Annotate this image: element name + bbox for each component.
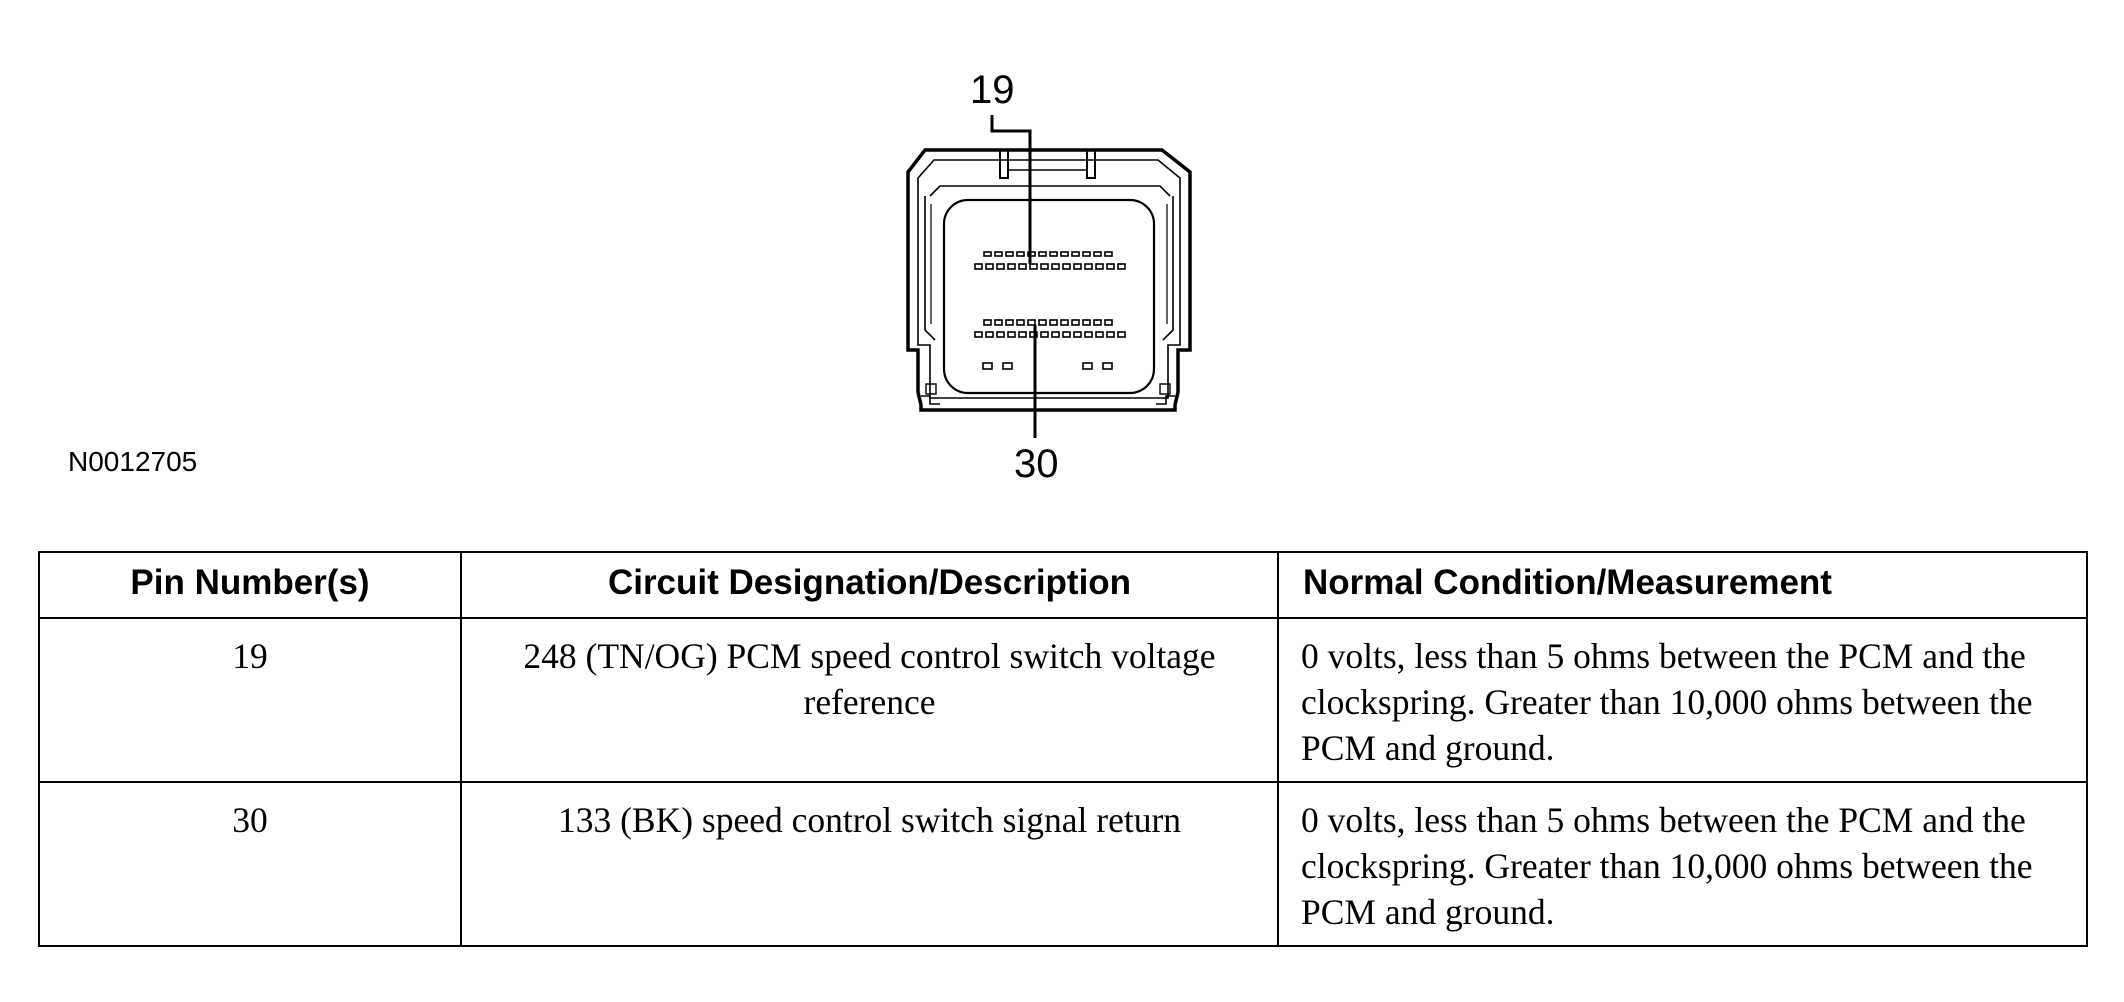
table-row: 30 133 (BK) speed control switch signal … (38, 781, 2088, 947)
table-row: 19 248 (TN/OG) PCM speed control switch … (38, 617, 2088, 783)
cell-circuit: 248 (TN/OG) PCM speed control switch vol… (460, 617, 1279, 783)
cell-pin: 30 (38, 781, 462, 947)
figure-code: N0012705 (68, 446, 198, 477)
header-pin-numbers: Pin Number(s) (38, 551, 462, 619)
cell-condition: 0 volts, less than 5 ohms between the PC… (1277, 617, 2088, 783)
cell-pin: 19 (38, 617, 462, 783)
cell-condition: 0 volts, less than 5 ohms between the PC… (1277, 781, 2088, 947)
header-circuit-designation: Circuit Designation/Description (460, 551, 1279, 619)
pin-19-callout-label: 19 (970, 68, 1015, 112)
pin-19-leader-line (990, 115, 1032, 264)
table-header-row: Pin Number(s) Circuit Designation/Descri… (38, 551, 2088, 619)
pcm-connector-face-illustration (906, 115, 1192, 438)
cell-circuit: 133 (BK) speed control switch signal ret… (460, 781, 1279, 947)
pin-chart-table: Pin Number(s) Circuit Designation/Descri… (38, 551, 2088, 947)
header-normal-condition: Normal Condition/Measurement (1277, 551, 2088, 619)
pin-30-callout-label: 30 (1014, 442, 1059, 486)
